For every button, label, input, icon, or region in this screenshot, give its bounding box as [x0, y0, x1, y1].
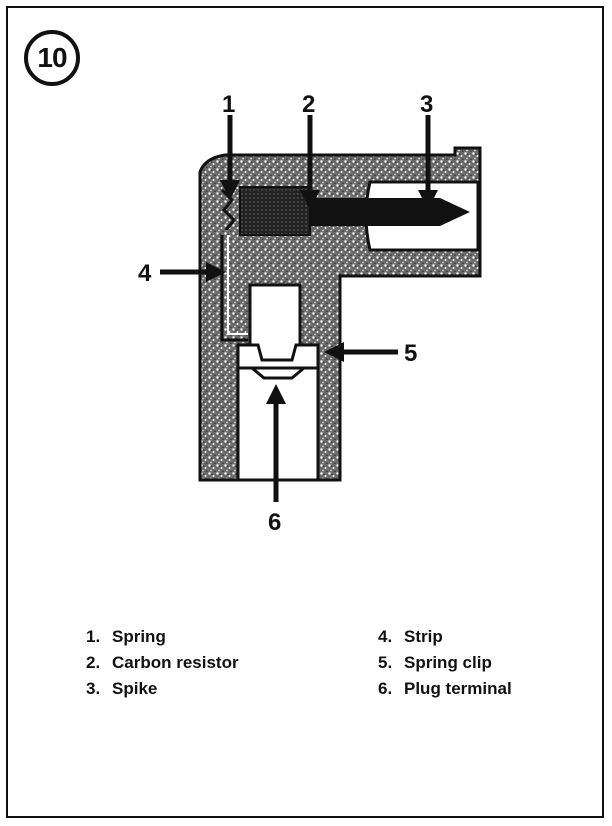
- callout-arrows: [160, 115, 438, 502]
- figure-number: 10: [37, 42, 67, 73]
- plug-terminal: [251, 366, 305, 380]
- legend-item: 2.Carbon resistor: [86, 653, 239, 672]
- callout-5: 5: [404, 340, 417, 367]
- legend-item: 3.Spike: [86, 679, 158, 698]
- legend-right: 4.Strip 5.Spring clip 6.Plug terminal: [378, 624, 512, 702]
- legend-item: 6.Plug terminal: [378, 679, 512, 698]
- callout-4: 4: [138, 260, 152, 287]
- legend-item: 1.Spring: [86, 627, 166, 646]
- legend-left: 1.Spring 2.Carbon resistor 3.Spike: [86, 624, 239, 702]
- carbon-resistor: [239, 186, 311, 236]
- callout-1: 1: [222, 91, 235, 118]
- callout-6: 6: [268, 509, 281, 536]
- spring-clip: [248, 343, 304, 362]
- callout-3: 3: [420, 91, 433, 118]
- legend-item: 4.Strip: [378, 627, 443, 646]
- figure-number-badge: 10: [24, 30, 80, 86]
- callout-2: 2: [302, 91, 315, 118]
- figure-frame: [6, 6, 604, 818]
- legend-item: 5.Spring clip: [378, 653, 492, 672]
- spike: [310, 198, 470, 226]
